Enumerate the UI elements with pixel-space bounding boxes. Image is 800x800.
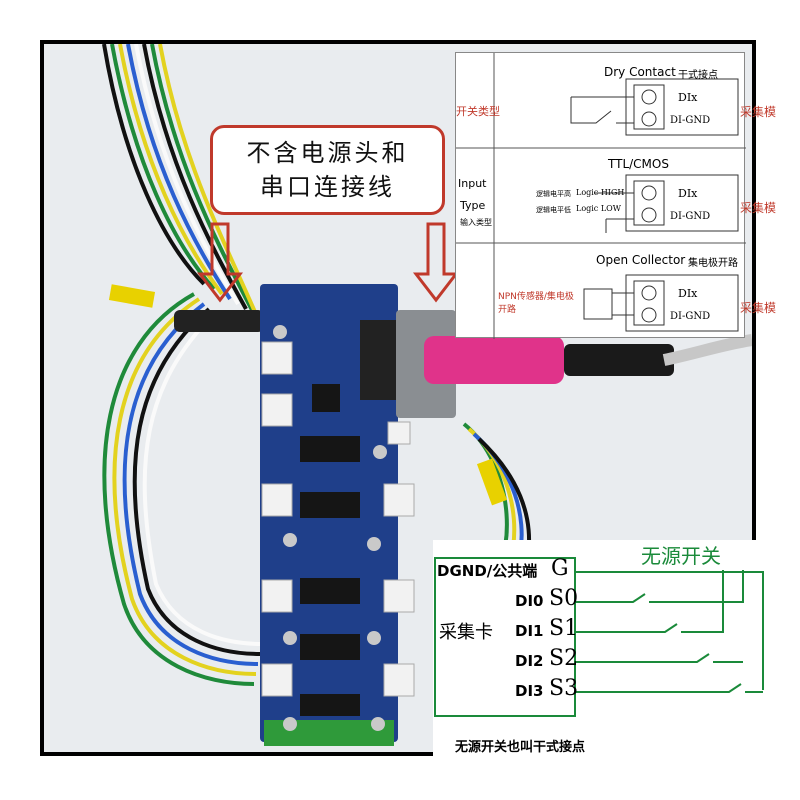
- passive-switch-diagram: [434, 557, 764, 717]
- wiring-diagram-lines: [456, 53, 746, 339]
- row-di3-label: DI3: [515, 682, 544, 700]
- passive-switch-title: 无源开关: [641, 544, 721, 568]
- row-dgnd-label: DGND/公共端: [437, 562, 538, 580]
- open-collector-header: Open Collector: [596, 253, 686, 267]
- ic-chips: [300, 384, 360, 716]
- passive-switch-panel: 无源开关 DGND/公共端 G DI0 S0 采集卡 DI1 S1 DI2 S2…: [433, 540, 780, 762]
- switch-type-label: 开关类型: [456, 105, 500, 118]
- logic-high-cn: 逻辑电平高: [536, 190, 571, 198]
- row-di1-label: DI1: [515, 622, 544, 640]
- sec1-term-gnd: DI-GND: [670, 115, 711, 126]
- mount-screws: [273, 325, 387, 731]
- cable-tie: [108, 284, 156, 308]
- dry-contact-header: Dry Contact: [604, 65, 676, 79]
- power-plug: [174, 310, 264, 332]
- connectors: [261, 341, 415, 697]
- npn-sensor-label: NPN传感器/集电极开路: [498, 292, 574, 315]
- sec1-term-dix: DIx: [678, 91, 698, 104]
- open-collector-header-cn: 集电极开路: [688, 258, 738, 269]
- passive-switch-caption: 无源开关也叫干式接点: [455, 740, 586, 755]
- usb-cable: [662, 334, 752, 366]
- sec3-term-dix: DIx: [678, 287, 698, 300]
- type-label: Type: [460, 199, 486, 212]
- card-label: 采集卡: [439, 622, 493, 643]
- red-arrows: [196, 222, 460, 303]
- callout-note: 不含电源头和 串口连接线: [210, 125, 445, 215]
- row-dgnd-pin: G: [551, 556, 569, 581]
- sec1-side-label: 采集模: [740, 105, 777, 119]
- callout-line-1: 不含电源头和: [246, 139, 409, 167]
- input-label: Input: [458, 177, 487, 190]
- row-di3-pin: S3: [549, 676, 579, 701]
- wiring-types-panel: Dry Contact 干式接点 开关类型 DIx DI-GND 采集模 TTL…: [455, 52, 776, 339]
- row-di1-pin: S1: [549, 616, 579, 641]
- cable-tie-right: [476, 458, 508, 506]
- logic-low: Logic LOW: [576, 204, 621, 213]
- input-type-cn: 输入类型: [460, 218, 492, 227]
- cable-boot: [564, 344, 674, 376]
- row-di2-label: DI2: [515, 652, 544, 670]
- row-di0-label: DI0: [515, 592, 544, 610]
- usb-serial-cable: [424, 336, 564, 384]
- callout-line-2: 串口连接线: [260, 173, 395, 201]
- row-di2-pin: S2: [549, 646, 579, 671]
- sec2-term-gnd: DI-GND: [670, 211, 711, 222]
- sec3-term-gnd: DI-GND: [670, 311, 711, 322]
- logic-low-cn: 逻辑电平低: [536, 206, 571, 214]
- row-di0-pin: S0: [549, 586, 579, 611]
- dry-contact-header-cn: 干式接点: [678, 70, 718, 81]
- sec2-term-dix: DIx: [678, 187, 698, 200]
- ttl-cmos-header: TTL/CMOS: [608, 157, 669, 171]
- logic-high: Logic HIGH: [576, 188, 625, 197]
- sec3-side-label: 采集模: [740, 301, 777, 315]
- sec2-side-label: 采集模: [740, 201, 777, 215]
